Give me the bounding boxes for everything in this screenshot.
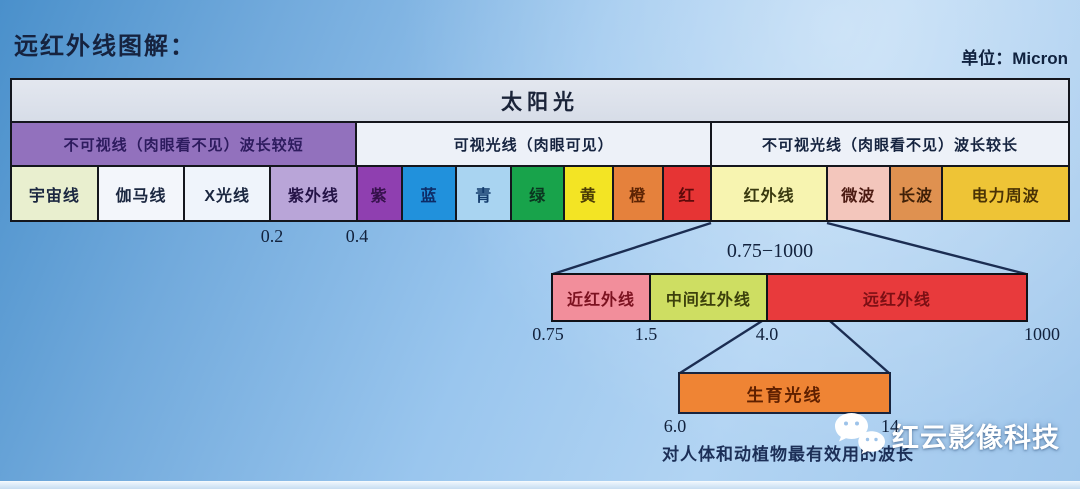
cell-伽马线: 伽马线: [96, 167, 184, 220]
cell-青: 青: [455, 167, 511, 220]
infrared-tick-0.75: 0.75: [532, 324, 564, 344]
cell-微波: 微波: [825, 167, 889, 220]
watermark-text: 红云影像科技: [892, 422, 1060, 453]
cell-黄: 黄: [562, 167, 612, 220]
infrared-tick-1000: 1000: [1024, 324, 1060, 344]
cell-紫: 紫: [355, 167, 401, 220]
cell-橙: 橙: [611, 167, 662, 220]
cell-蓝: 蓝: [400, 167, 456, 220]
cell-紫外线: 紫外线: [269, 167, 356, 220]
growth-tick-6.0: 6.0: [663, 416, 687, 436]
cell-红外线: 红外线: [710, 167, 826, 220]
cell-宇宙线: 宇宙线: [12, 167, 97, 220]
cell-长波: 长波: [888, 167, 942, 220]
effective-wavelength-caption: 对人体和动植物最有效用的波长: [662, 445, 914, 464]
infrared-range-label: 0.75−1000: [726, 240, 814, 262]
watermark: 红云影像科技: [830, 412, 1060, 458]
spectrum-tick-0.4: 0.4: [345, 226, 369, 246]
sunlight-header: 太阳光: [12, 80, 1068, 123]
infrared-tick-4.0: 4.0: [755, 324, 779, 344]
segment-中间红外线: 中间红外线: [649, 275, 766, 320]
unit-label: 单位：Micron: [961, 49, 1068, 68]
segment-近红外线: 近红外线: [553, 275, 650, 320]
growth-light-bar: 生育光线: [678, 372, 891, 414]
cell-红: 红: [661, 167, 711, 220]
segment-远红外线: 远红外线: [765, 275, 1026, 320]
page-title: 远红外线图解：: [14, 33, 196, 60]
infrared-breakdown-bar: 近红外线中间红外线远红外线: [551, 273, 1028, 322]
cell-电力周波: 电力周波: [941, 167, 1068, 220]
band-不可视线（肉眼看不见）波长较短: 不可视线（肉眼看不见）波长较短: [12, 123, 356, 165]
band-不可视光线（肉眼看不见）波长较长: 不可视光线（肉眼看不见）波长较长: [710, 123, 1068, 165]
cell-X光线: X光线: [183, 167, 270, 220]
band-row: 不可视线（肉眼看不见）波长较短可视光线（肉眼可见）不可视光线（肉眼看不见）波长较…: [12, 123, 1068, 167]
wechat-icon: [835, 413, 885, 454]
infrared-tick-1.5: 1.5: [634, 324, 658, 344]
growth-tick-14: 14: [881, 416, 899, 436]
spectrum-tick-0.2: 0.2: [260, 226, 284, 246]
cell-绿: 绿: [510, 167, 563, 220]
spectrum-table: 太阳光 不可视线（肉眼看不见）波长较短可视光线（肉眼可见）不可视光线（肉眼看不见…: [10, 78, 1070, 222]
band-可视光线（肉眼可见）: 可视光线（肉眼可见）: [355, 123, 710, 165]
bottom-strip: [0, 481, 1080, 489]
